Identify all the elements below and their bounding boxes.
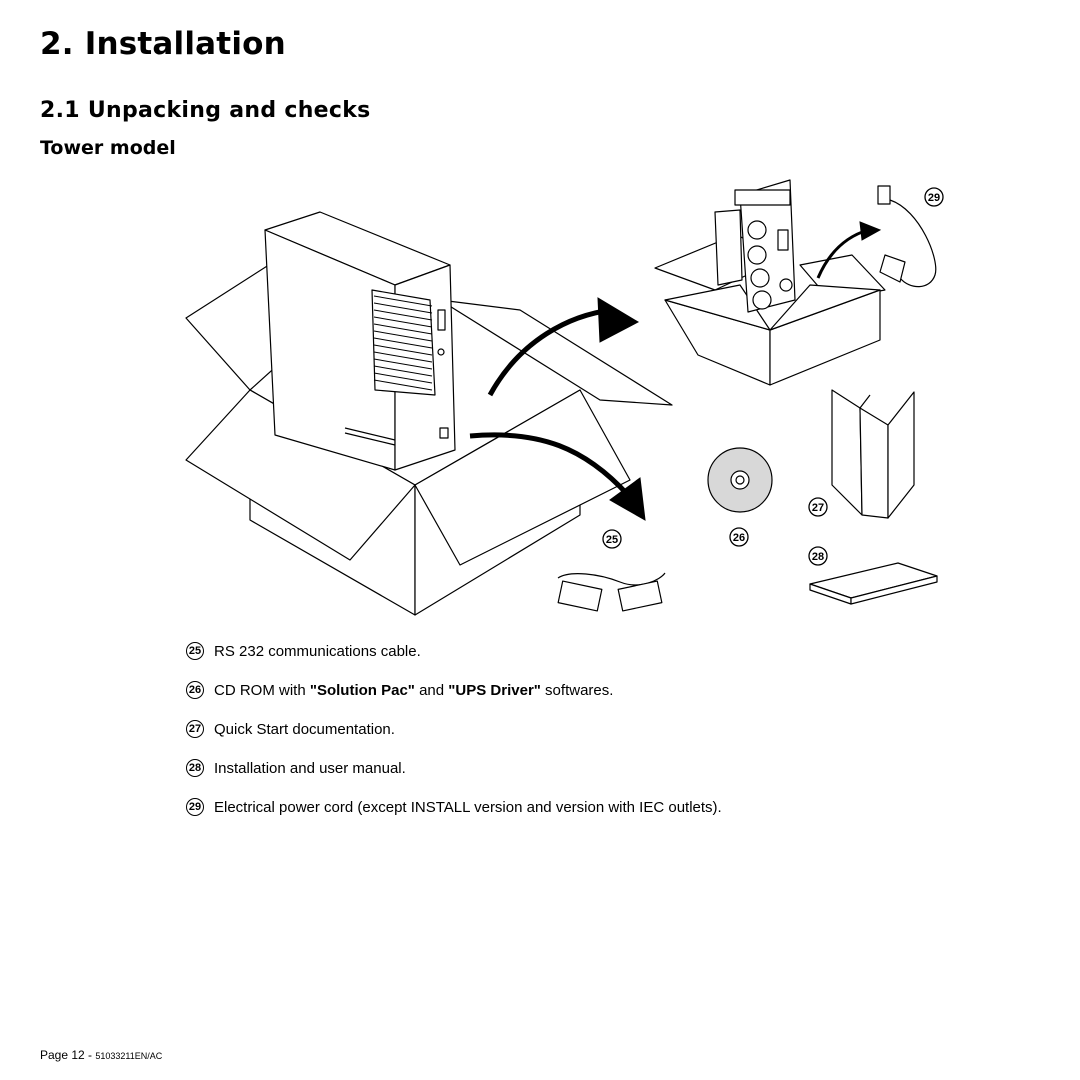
callouts: 29 27 26 25 28 bbox=[602, 187, 944, 566]
outlet-module bbox=[714, 179, 796, 313]
callout-26: 26 bbox=[729, 527, 749, 547]
svg-text:26: 26 bbox=[733, 532, 745, 544]
list-item: 25 RS 232 communications cable. bbox=[186, 640, 421, 662]
item-text: softwares. bbox=[540, 681, 614, 699]
item-text: Electrical power cord (except INSTALL ve… bbox=[214, 798, 722, 816]
list-item: 26 CD ROM with "Solution Pac" and "UPS D… bbox=[186, 679, 613, 701]
item-bold-text: "UPS Driver" bbox=[448, 681, 541, 699]
callout-29: 29 bbox=[924, 187, 944, 207]
page-footer: Page 12 - 51033211EN/AC bbox=[40, 1048, 162, 1062]
list-item: 27 Quick Start documentation. bbox=[186, 718, 395, 740]
document-code: 51033211EN/AC bbox=[95, 1051, 163, 1061]
section-title: 2.1 Unpacking and checks bbox=[40, 98, 371, 123]
item-bold-text: "Solution Pac" bbox=[309, 681, 415, 699]
item-number: 28 bbox=[186, 759, 204, 777]
item-text: Installation and user manual. bbox=[214, 759, 406, 777]
list-item: 28 Installation and user manual. bbox=[186, 757, 406, 779]
svg-text:25: 25 bbox=[606, 534, 618, 546]
item-text: and bbox=[414, 681, 449, 699]
large-box bbox=[185, 244, 673, 616]
callout-27: 27 bbox=[808, 497, 828, 517]
item-text: Quick Start documentation. bbox=[214, 720, 395, 738]
item-number: 29 bbox=[186, 798, 204, 816]
item-text: CD ROM with bbox=[214, 681, 310, 699]
item-number: 25 bbox=[186, 642, 204, 660]
callout-28: 28 bbox=[808, 546, 828, 566]
subsection-title: Tower model bbox=[40, 137, 176, 159]
callout-25: 25 bbox=[602, 529, 622, 549]
item-number: 27 bbox=[186, 720, 204, 738]
svg-text:28: 28 bbox=[812, 551, 824, 563]
cd-rom bbox=[707, 447, 773, 513]
item-number: 26 bbox=[186, 681, 204, 699]
page-title: 2. Installation bbox=[40, 26, 286, 62]
user-manual bbox=[809, 562, 938, 605]
power-cord bbox=[877, 185, 937, 288]
item-text: RS 232 communications cable. bbox=[214, 642, 421, 660]
svg-text:27: 27 bbox=[812, 502, 824, 514]
svg-text:29: 29 bbox=[928, 192, 940, 204]
quick-start-doc bbox=[831, 389, 915, 519]
page-number: Page 12 - bbox=[40, 1048, 96, 1062]
unpacking-illustration: 29 27 26 25 28 bbox=[185, 179, 944, 616]
tower-ups bbox=[264, 211, 456, 471]
rs232-cable bbox=[557, 572, 666, 612]
list-item: 29 Electrical power cord (except INSTALL… bbox=[186, 796, 722, 818]
arrows bbox=[469, 221, 882, 521]
